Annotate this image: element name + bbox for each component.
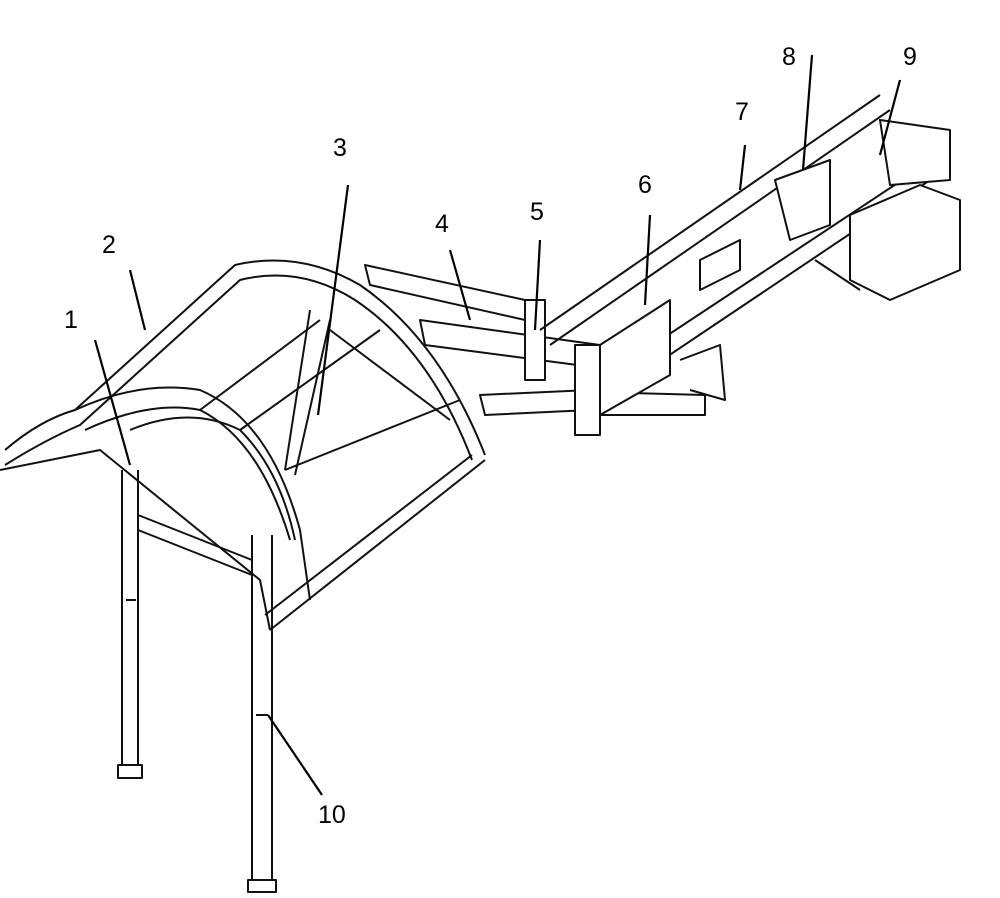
label-8: 8 (782, 43, 796, 71)
arch-frame (0, 259, 486, 631)
label-9: 9 (903, 43, 917, 71)
leader-lines (93, 54, 902, 796)
label-1: 1 (64, 306, 78, 334)
label-3: 3 (333, 134, 347, 162)
label-7: 7 (735, 98, 749, 126)
linkage-arms (364, 264, 706, 436)
rail-frame (539, 94, 961, 416)
label-6: 6 (638, 171, 652, 199)
support-legs (117, 470, 277, 893)
label-5: 5 (530, 198, 544, 226)
label-2: 2 (102, 231, 116, 259)
label-10: 10 (318, 801, 346, 829)
label-4: 4 (435, 210, 449, 238)
